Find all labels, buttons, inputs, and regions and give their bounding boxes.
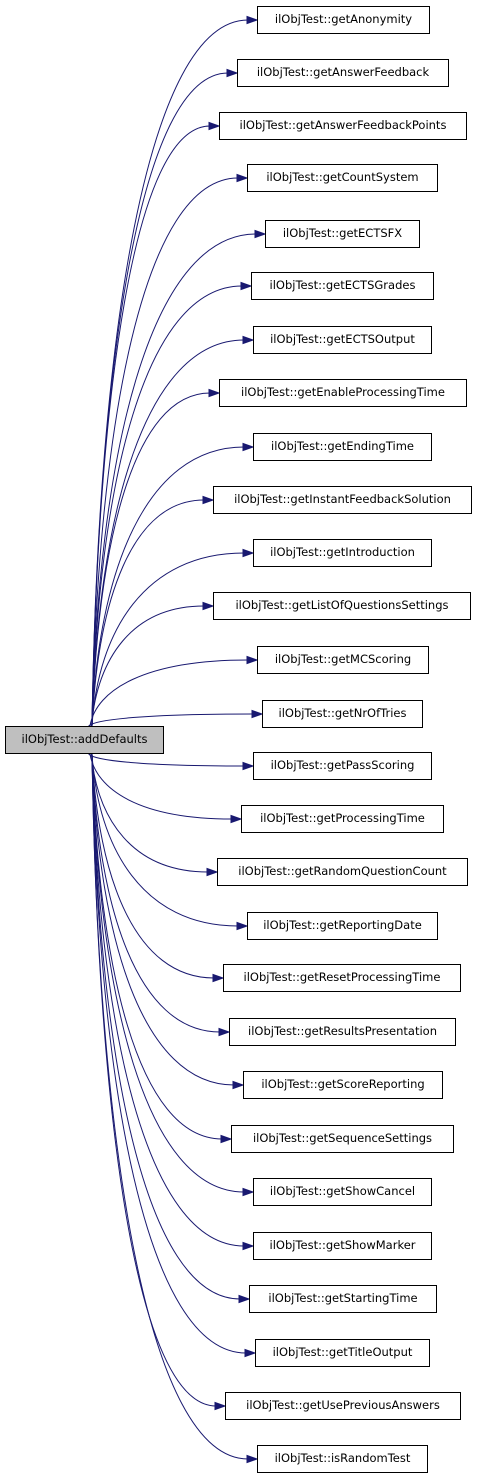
target-node[interactable]: ilObjTest::getNrOfTries <box>262 700 423 728</box>
target-node[interactable]: ilObjTest::getReportingDate <box>247 912 438 940</box>
target-node[interactable]: ilObjTest::getResultsPresentation <box>229 1018 456 1046</box>
arrowhead <box>246 1454 259 1464</box>
target-node[interactable]: ilObjTest::getECTSFX <box>265 220 420 248</box>
arrowhead <box>202 601 215 611</box>
target-node[interactable]: ilObjTest::getStartingTime <box>249 1285 437 1313</box>
call-edge <box>91 753 221 1033</box>
target-node[interactable]: ilObjTest::getPassScoring <box>253 752 432 780</box>
target-node[interactable]: ilObjTest::getEnableProcessingTime <box>219 379 467 407</box>
arrowhead <box>242 548 255 558</box>
arrowhead <box>230 814 243 824</box>
call-edge <box>91 499 205 727</box>
call-edge <box>91 753 223 1140</box>
arrowhead <box>220 1134 233 1144</box>
call-edge <box>91 72 229 727</box>
target-node[interactable]: ilObjTest::getIntroduction <box>253 539 432 567</box>
arrowhead <box>242 1187 255 1197</box>
call-edge <box>88 713 254 727</box>
arrowhead <box>254 229 267 239</box>
target-node[interactable]: ilObjTest::getListOfQuestionsSettings <box>213 592 471 620</box>
call-edge <box>91 753 217 1407</box>
arrowhead <box>214 1401 227 1411</box>
target-node[interactable]: ilObjTest::getECTSGrades <box>251 272 434 300</box>
call-edge <box>91 177 239 727</box>
call-edge <box>91 392 211 727</box>
arrowhead <box>244 1348 257 1358</box>
arrowhead <box>202 495 215 505</box>
target-node[interactable]: ilObjTest::getMCScoring <box>257 646 429 674</box>
call-edge <box>91 125 211 727</box>
call-edge <box>89 659 249 727</box>
arrowhead <box>242 761 255 771</box>
call-edge <box>91 446 245 727</box>
arrowhead <box>242 335 255 345</box>
target-node[interactable]: ilObjTest::getAnswerFeedback <box>237 59 449 87</box>
target-node[interactable]: ilObjTest::getShowMarker <box>253 1232 432 1260</box>
call-edge <box>91 753 215 979</box>
call-edge <box>91 753 245 1193</box>
arrowhead <box>236 173 249 183</box>
call-edge <box>91 753 245 1247</box>
call-edge <box>91 753 249 1460</box>
call-edge <box>91 753 239 927</box>
arrowhead <box>232 1080 245 1090</box>
arrowhead <box>246 655 259 665</box>
target-node[interactable]: ilObjTest::getUsePreviousAnswers <box>225 1392 461 1420</box>
call-edge <box>89 753 233 820</box>
call-edge <box>90 605 205 727</box>
target-node[interactable]: ilObjTest::getProcessingTime <box>241 805 444 833</box>
target-node[interactable]: ilObjTest::getResetProcessingTime <box>223 964 461 992</box>
target-node[interactable]: ilObjTest::isRandomTest <box>257 1445 428 1473</box>
call-edge <box>90 753 209 873</box>
arrowhead <box>236 921 249 931</box>
arrowhead <box>208 388 221 398</box>
call-edge <box>91 552 245 727</box>
arrowhead <box>240 281 253 291</box>
call-edge <box>91 753 235 1086</box>
target-node[interactable]: ilObjTest::getAnonymity <box>257 6 430 34</box>
arrowhead <box>251 709 264 719</box>
arrowhead <box>238 1294 251 1304</box>
call-edge <box>91 753 247 1354</box>
target-node[interactable]: ilObjTest::getCountSystem <box>247 164 438 192</box>
arrowhead <box>206 867 219 877</box>
call-edge <box>91 285 243 727</box>
arrowhead <box>218 1027 231 1037</box>
target-node[interactable]: ilObjTest::getRandomQuestionCount <box>217 858 468 886</box>
source-node-addDefaults[interactable]: ilObjTest::addDefaults <box>5 726 164 754</box>
arrowhead <box>246 15 259 25</box>
target-node[interactable]: ilObjTest::getScoreReporting <box>243 1071 443 1099</box>
target-node[interactable]: ilObjTest::getECTSOutput <box>253 326 432 354</box>
target-node[interactable]: ilObjTest::getShowCancel <box>253 1178 432 1206</box>
target-node[interactable]: ilObjTest::getAnswerFeedbackPoints <box>219 112 467 140</box>
call-edge <box>91 753 241 1300</box>
target-node[interactable]: ilObjTest::getSequenceSettings <box>231 1125 454 1153</box>
arrowhead <box>208 121 221 131</box>
target-node[interactable]: ilObjTest::getEndingTime <box>253 433 432 461</box>
target-node[interactable]: ilObjTest::getInstantFeedbackSolution <box>213 486 472 514</box>
arrowhead <box>212 973 225 983</box>
arrowhead <box>226 68 239 78</box>
call-edge <box>88 753 245 767</box>
arrowhead <box>242 442 255 452</box>
target-node[interactable]: ilObjTest::getTitleOutput <box>255 1339 430 1367</box>
call-edges <box>88 15 267 1464</box>
arrowhead <box>242 1241 255 1251</box>
